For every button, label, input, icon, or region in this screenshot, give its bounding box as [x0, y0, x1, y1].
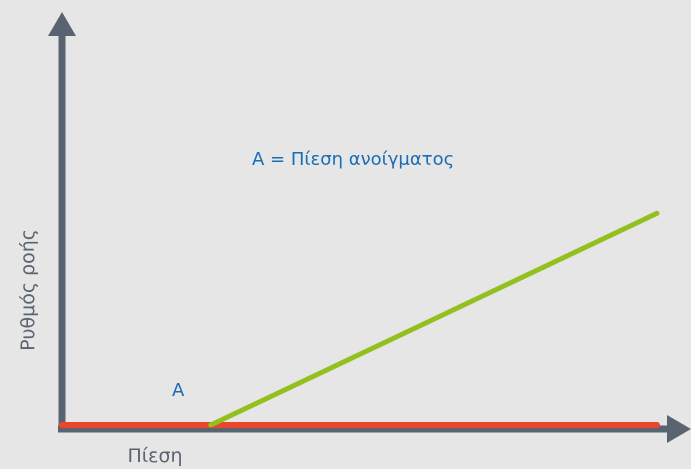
y-axis-arrowhead	[48, 12, 76, 36]
opening-point-label: A	[172, 380, 185, 401]
x-axis-label: Πίεση	[127, 445, 182, 467]
x-axis-arrowhead	[667, 415, 691, 443]
annotation-text: A = Πίεση ανοίγματος	[252, 149, 454, 170]
flow-rise-line	[208, 210, 660, 428]
y-axis-label: Ρυθμός ροής	[17, 229, 39, 351]
